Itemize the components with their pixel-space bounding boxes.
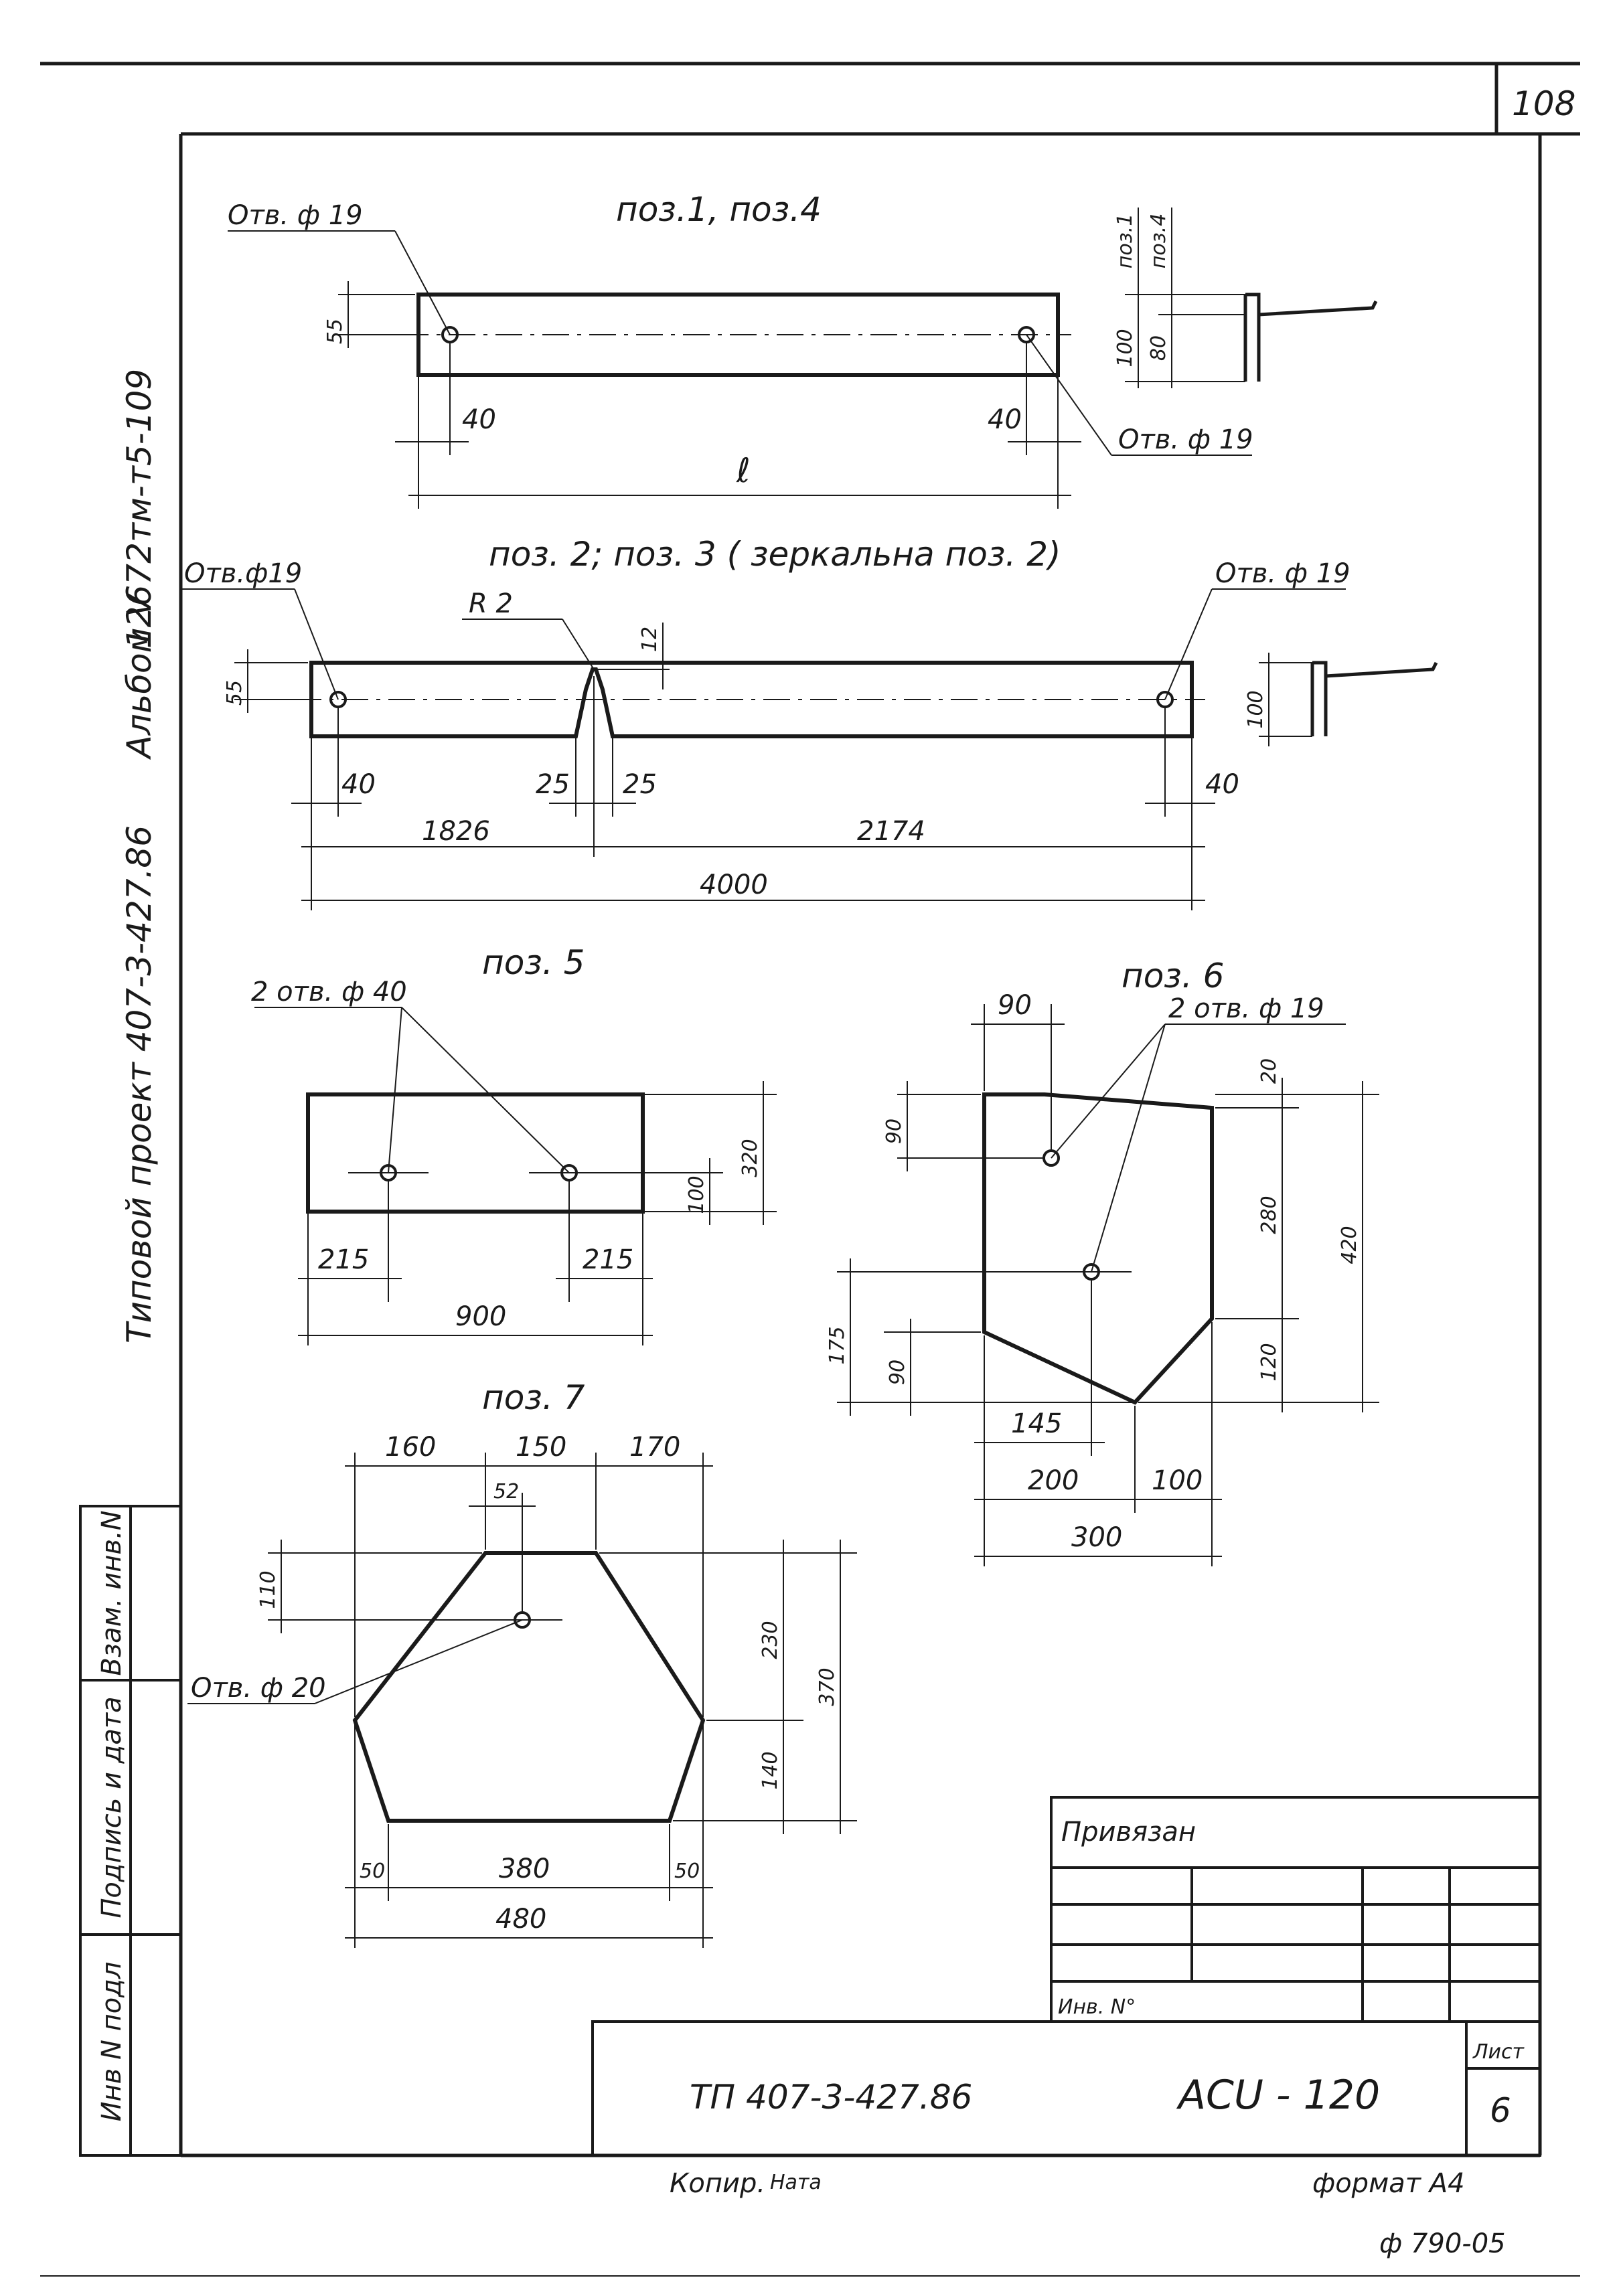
part7-plate [352,1551,706,1823]
part2-title: поз. 2; поз. 3 ( зеркальна поз. 2) [489,535,1061,574]
part7-dim-380: 380 [499,1854,550,1884]
section-pos1: поз.1 [1113,214,1137,269]
part7-title: поз. 7 [482,1378,585,1417]
part5-dim-215-left: 215 [318,1244,369,1275]
footer-copier-signature: Ната [770,2171,822,2194]
part2-radius: R 2 [469,588,513,619]
title-block-attached: Привязан [1061,1817,1196,1848]
part6-title: поз. 6 [1122,957,1224,995]
part2-section [1312,661,1438,678]
part6-dim-90-left: 90 [882,1119,906,1144]
part2-dim-40-left: 40 [341,769,376,800]
inventory-code-label: 12672тм-т5-109 [120,369,159,649]
doc-code: ТП 407-3-427.86 [690,2078,972,2117]
part2-hole-right-label: Отв. ф 19 [1215,558,1350,589]
part1-dim-55: 55 [323,319,347,344]
part6-view: поз. 6 2 отв. ф 19 90 90 20 280 420 120 [826,957,1379,1566]
part5-dim-100: 100 [685,1175,708,1214]
part2-hole-left-label: Отв.ф19 [184,558,302,589]
part5-plate [306,1092,645,1214]
part1-dim-40-left: 40 [462,404,496,435]
title-block [591,1796,1541,2157]
sheet-label: Лист [1472,2040,1525,2064]
part1-view: поз.1, поз.4 55 40 40 ℓ Отв. ф 19 Отв. ф… [228,190,1378,509]
part2-dim-25-right: 25 [623,769,657,800]
part1-dim-40-right: 40 [988,404,1022,435]
album-label: Альбом V [120,592,159,760]
strip-replaced: Взам. инв.N [96,1510,127,1675]
part5-dim-320: 320 [739,1139,762,1177]
strip-signature: Подпись и дата [96,1696,127,1918]
part6-dim-175: 175 [826,1326,849,1364]
part7-dim-150: 150 [516,1432,566,1463]
part1-hole-right-label: Отв. ф 19 [1118,424,1253,455]
part5-title: поз. 5 [482,943,585,982]
part2-dim-2174: 2174 [857,816,925,847]
part2-dim-1826: 1826 [422,816,490,847]
part5-dim-215-right: 215 [583,1244,633,1275]
sheet-frame [40,62,1580,2157]
part6-dim-20: 20 [1257,1058,1281,1084]
drawing-code: АСU - 120 [1176,2072,1380,2119]
part7-dim-480: 480 [495,1904,546,1935]
part6-dim-90-top: 90 [998,990,1032,1021]
part7-dim-140: 140 [759,1751,782,1789]
part6-dim-90-bottom: 90 [886,1360,909,1385]
sheet-number: 6 [1490,2091,1511,2130]
part6-dim-120: 120 [1257,1343,1281,1381]
part1-hole-left-label: Отв. ф 19 [228,200,363,231]
part7-dim-160: 160 [385,1432,436,1463]
part2-dim-40-right: 40 [1205,769,1239,800]
footer-format: формат А4 [1312,2168,1465,2199]
title-block-inv-no: Инв. N° [1058,1995,1136,2019]
part6-dim-280: 280 [1257,1196,1281,1234]
part7-view: поз. 7 Отв. ф 20 160 150 170 52 110 230 … [187,1378,857,1948]
footer-stamp: ф 790-05 [1379,2228,1506,2259]
part6-dim-200: 200 [1028,1465,1079,1496]
part7-dim-50-left: 50 [360,1860,385,1883]
part6-dim-300: 300 [1071,1522,1122,1553]
part7-dim-50-right: 50 [674,1860,700,1883]
part6-plate [982,1092,1214,1405]
part7-dim-110: 110 [256,1570,280,1609]
part2-dim-25-left: 25 [536,769,570,800]
part5-dim-900: 900 [455,1301,506,1332]
part7-dim-170: 170 [629,1432,680,1463]
section-dim-80: 80 [1147,335,1170,361]
left-strip [79,1505,182,2157]
part6-dim-100: 100 [1152,1465,1203,1496]
part6-dim-420: 420 [1338,1226,1361,1264]
part7-dim-370: 370 [816,1667,839,1706]
part1-title: поз.1, поз.4 [616,190,822,229]
part2-view: поз. 2; поз. 3 ( зеркальна поз. 2) 55 12… [181,535,1438,910]
project-label: Типовой проект 407-3-427.86 [120,825,159,1343]
strip-inv-orig: Инв N подл [96,1962,127,2122]
part6-dim-145: 145 [1011,1408,1062,1439]
section-dim-100: 100 [1113,329,1137,367]
part2-section-100: 100 [1244,690,1267,728]
part7-dim-230: 230 [759,1621,782,1659]
part1-dim-length: ℓ [736,451,751,490]
part7-dim-52: 52 [493,1480,519,1503]
part2-dim-55: 55 [223,680,246,706]
part2-dim-4000: 4000 [700,870,768,900]
part6-holes-label: 2 отв. ф 19 [1168,993,1324,1024]
page-number: 108 [1512,84,1575,123]
part5-holes-label: 2 отв. ф 40 [251,977,407,1007]
part1-section [1245,293,1378,317]
footer-copied: Копир. [670,2168,765,2199]
part7-hole-label: Отв. ф 20 [191,1673,326,1704]
part2-dim-12: 12 [638,627,662,652]
part5-view: поз. 5 2 отв. ф 40 320 100 215 215 900 [251,943,777,1345]
section-pos4: поз.4 [1147,214,1170,269]
